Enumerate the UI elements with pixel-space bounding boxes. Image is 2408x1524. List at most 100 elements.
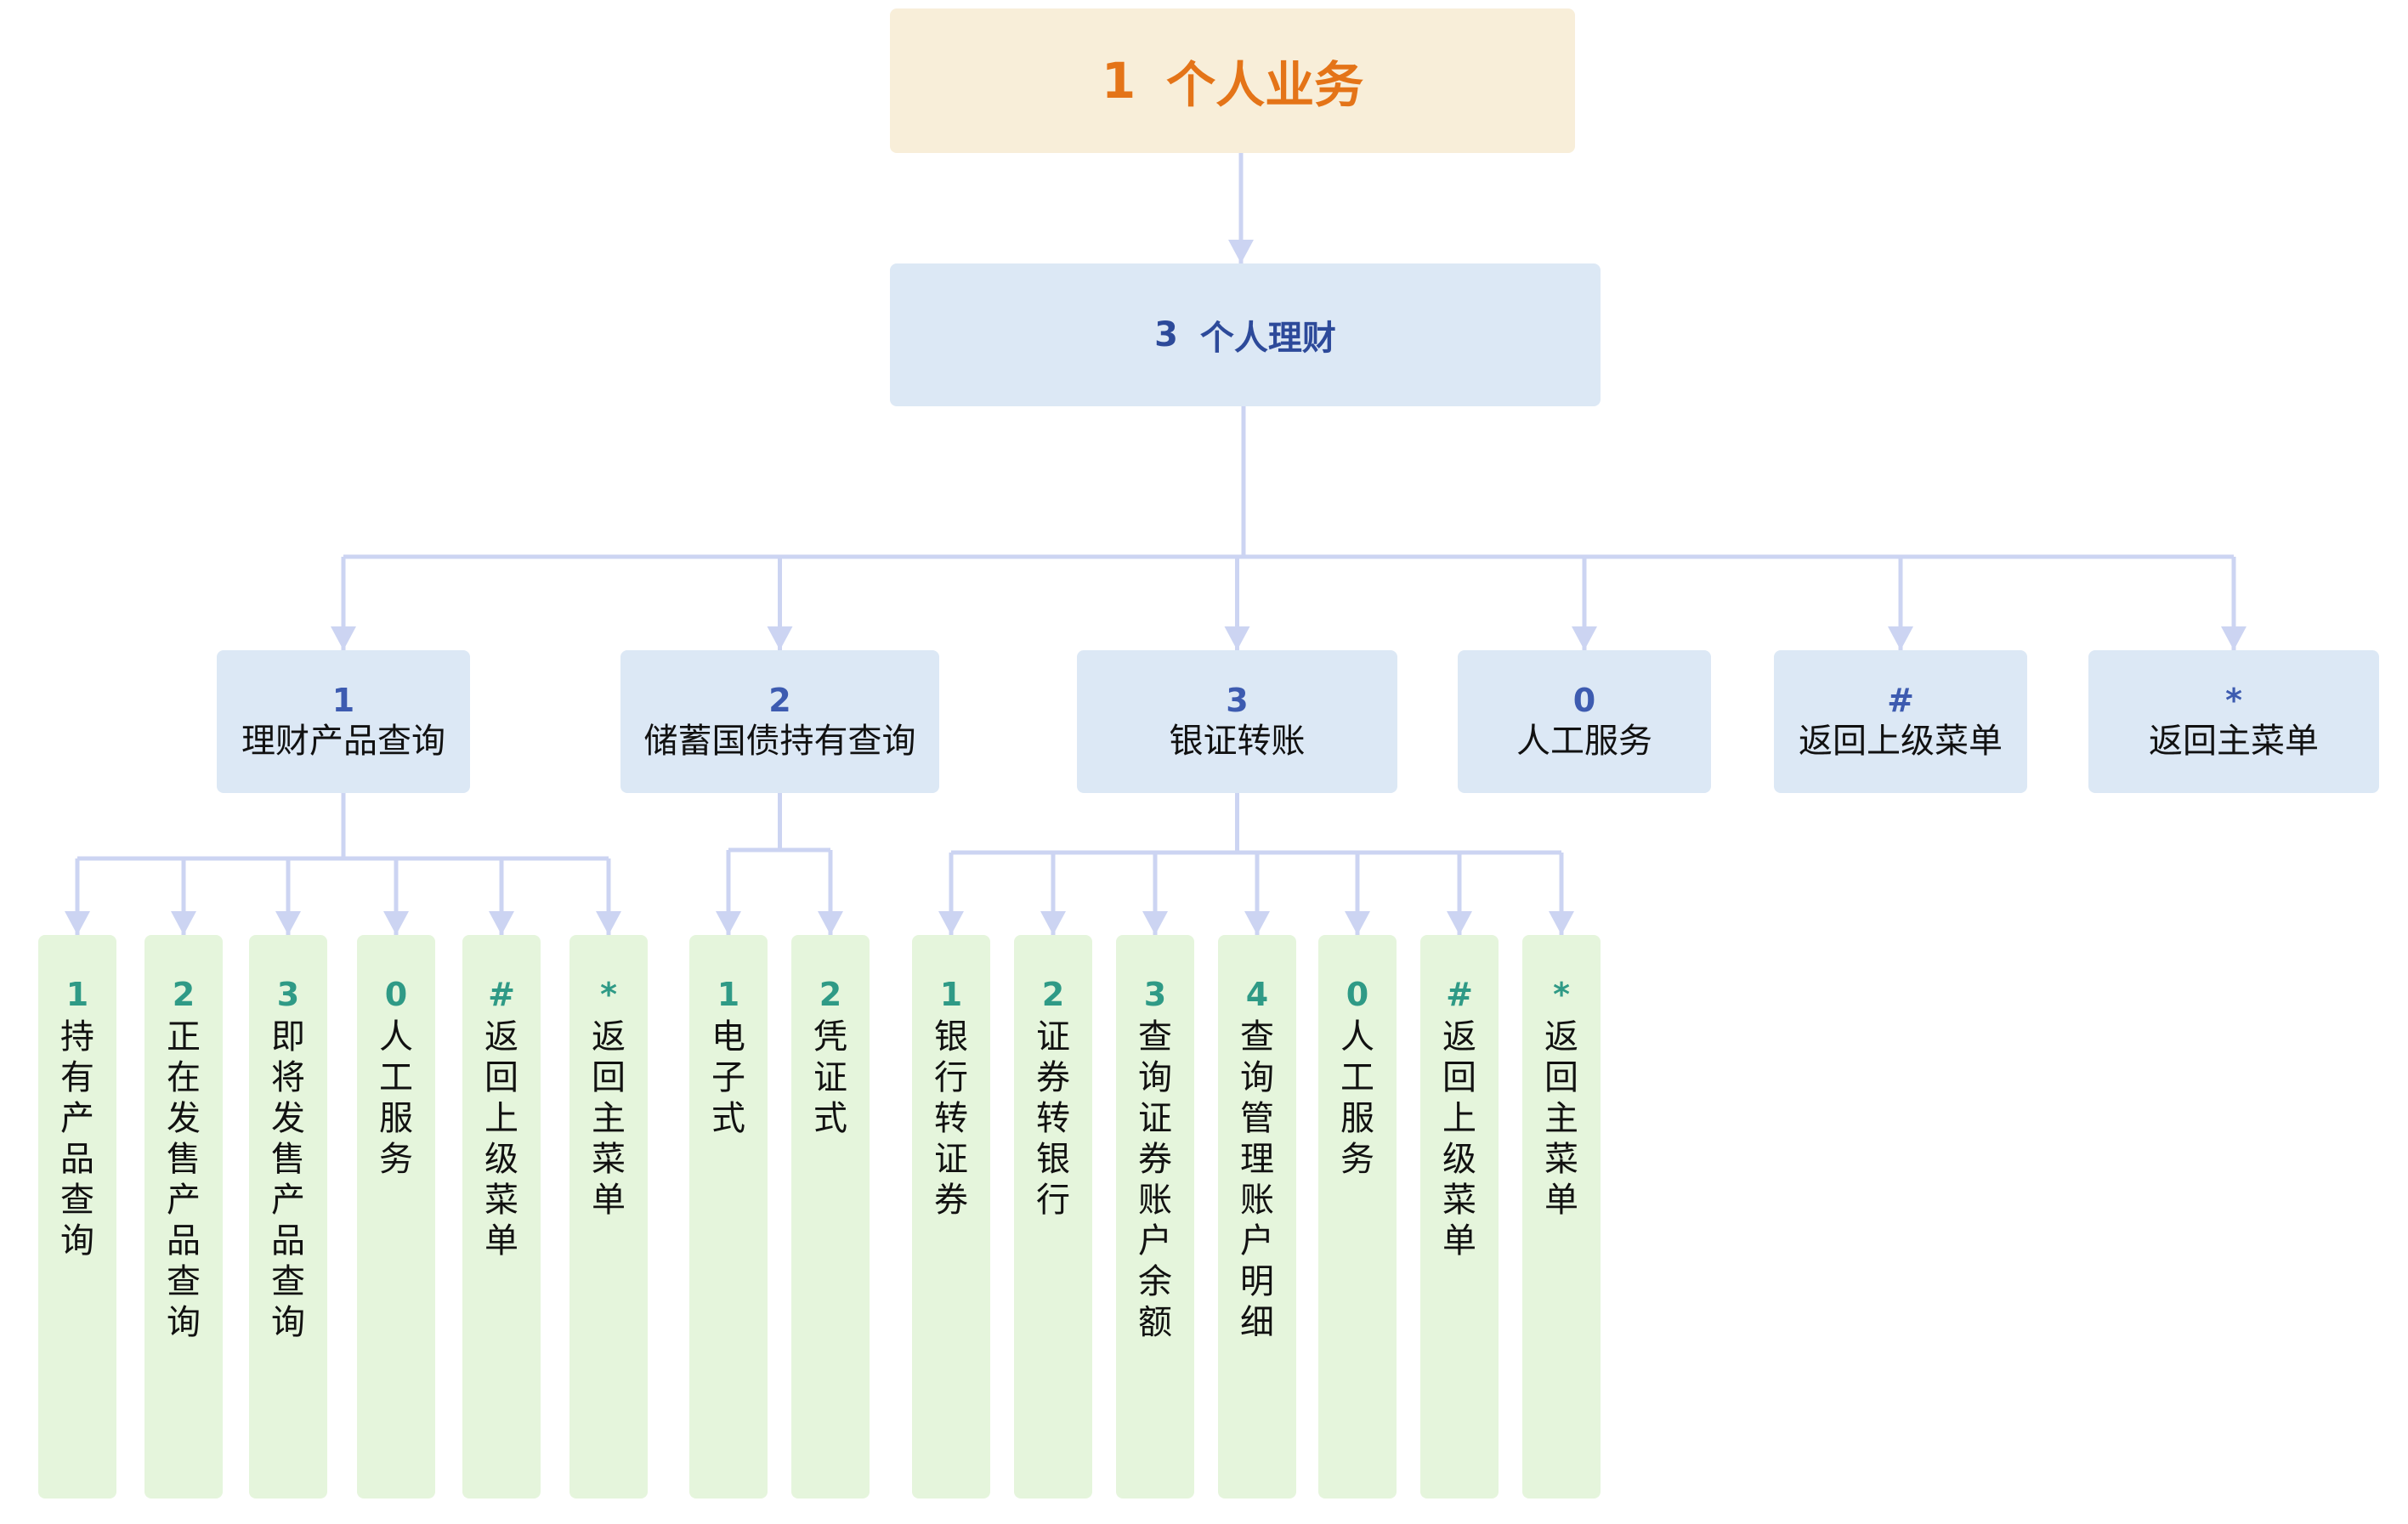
leaf-label-char: 即 xyxy=(271,1017,305,1057)
leaf-label-char: 返 xyxy=(592,1017,626,1057)
leaf-label-char: 回 xyxy=(1442,1058,1476,1097)
leaf-label-char: 单 xyxy=(484,1221,518,1261)
leaf-option-code: 3 xyxy=(276,976,300,1013)
leaf-label-char: 行 xyxy=(934,1058,968,1097)
leaf-label-char: 户 xyxy=(1240,1221,1274,1261)
leaf-label-char: 询 xyxy=(1138,1058,1172,1097)
leaf-label-char: 询 xyxy=(1240,1058,1274,1097)
leaf-label-char: 返 xyxy=(484,1017,518,1057)
leaf-label-char: 主 xyxy=(1544,1099,1578,1138)
leaf-label-char: 服 xyxy=(1340,1099,1374,1138)
leaf-label-char: 回 xyxy=(1544,1058,1578,1097)
leaf-label-char: 券 xyxy=(1036,1058,1070,1097)
leaf-label-char: 品 xyxy=(60,1140,94,1179)
menu-option-label: 银证转账 xyxy=(1169,722,1306,761)
root-node-number: 1 xyxy=(1101,52,1136,110)
menu-option-label: 理财产品查询 xyxy=(241,722,445,761)
leaf-option-1-6: *返回主菜单 xyxy=(569,935,648,1499)
leaf-label-char: 菜 xyxy=(484,1181,518,1220)
leaf-option-label: 返回上级菜单 xyxy=(462,1017,541,1261)
leaf-option-code: 1 xyxy=(939,976,963,1013)
leaf-label-char: 券 xyxy=(934,1181,968,1220)
leaf-label-char: 产 xyxy=(60,1099,94,1138)
leaf-label-char: 上 xyxy=(484,1099,518,1138)
leaf-option-label: 人工服务 xyxy=(357,1017,435,1180)
leaf-label-char: 转 xyxy=(1036,1099,1070,1138)
leaf-label-char: 有 xyxy=(60,1058,94,1097)
leaf-label-char: 发 xyxy=(167,1099,201,1138)
leaf-label-char: 账 xyxy=(1138,1181,1172,1220)
leaf-option-label: 正在发售产品查询 xyxy=(144,1017,223,1343)
leaf-option-3-7: *返回主菜单 xyxy=(1522,935,1601,1499)
leaf-label-char: 菜 xyxy=(1442,1181,1476,1220)
menu-option-code: 1 xyxy=(331,682,355,719)
leaf-label-char: 务 xyxy=(379,1140,413,1179)
leaf-label-char: 户 xyxy=(1138,1221,1172,1261)
leaf-label-char: 式 xyxy=(813,1099,847,1138)
leaf-option-label: 返回上级菜单 xyxy=(1420,1017,1499,1261)
leaf-label-char: 级 xyxy=(1442,1140,1476,1179)
leaf-label-char: 凭 xyxy=(813,1017,847,1057)
node-personal-finance: 3 个人理财 xyxy=(890,263,1601,406)
leaf-label-char: 务 xyxy=(1340,1140,1374,1179)
menu-option-code: 2 xyxy=(768,682,791,719)
leaf-label-char: 菜 xyxy=(1544,1140,1578,1179)
leaf-label-char: 单 xyxy=(1544,1181,1578,1220)
leaf-label-char: 品 xyxy=(271,1221,305,1261)
leaf-label-char: 产 xyxy=(167,1181,201,1220)
menu-option-label: 储蓄国债持有查询 xyxy=(643,722,916,761)
leaf-option-3-6: # 返回上级菜单 xyxy=(1420,935,1499,1499)
leaf-label-char: 服 xyxy=(379,1099,413,1138)
menu-option-code: * xyxy=(2225,682,2242,719)
leaf-label-char: 证 xyxy=(1138,1099,1172,1138)
leaf-label-char: 理 xyxy=(1240,1140,1274,1179)
leaf-option-label: 返回主菜单 xyxy=(569,1017,648,1221)
leaf-label-char: 回 xyxy=(484,1058,518,1097)
leaf-label-char: 银 xyxy=(1036,1140,1070,1179)
leaf-label-char: 售 xyxy=(167,1140,201,1179)
leaf-label-char: 券 xyxy=(1138,1140,1172,1179)
leaf-option-3-4: 4 查询管理账户明细 xyxy=(1218,935,1296,1499)
leaf-label-char: 查 xyxy=(271,1262,305,1301)
leaf-option-code: # xyxy=(488,976,515,1013)
leaf-option-code: 1 xyxy=(65,976,89,1013)
leaf-label-char: 查 xyxy=(1138,1017,1172,1057)
leaf-label-char: 查 xyxy=(167,1262,201,1301)
leaf-label-char: 主 xyxy=(592,1099,626,1138)
leaf-label-char: 管 xyxy=(1240,1099,1274,1138)
leaf-label-char: 证 xyxy=(813,1058,847,1097)
leaf-label-char: 明 xyxy=(1240,1262,1274,1301)
leaf-label-char: 单 xyxy=(1442,1221,1476,1261)
leaf-label-char: 子 xyxy=(711,1058,745,1097)
leaf-label-char: 发 xyxy=(271,1099,305,1138)
leaf-label-char: 式 xyxy=(711,1099,745,1138)
leaf-label-char: 人 xyxy=(379,1017,413,1057)
leaf-label-char: 将 xyxy=(271,1058,305,1097)
menu-option-label: 返回上级菜单 xyxy=(1799,722,2003,761)
leaf-label-char: 正 xyxy=(167,1017,201,1057)
leaf-option-label: 人工服务 xyxy=(1318,1017,1397,1180)
leaf-label-char: 在 xyxy=(167,1058,201,1097)
leaf-option-code: # xyxy=(1446,976,1473,1013)
leaf-option-code: 3 xyxy=(1143,976,1167,1013)
leaf-label-char: 询 xyxy=(167,1303,201,1342)
leaf-option-label: 查询管理账户明细 xyxy=(1218,1017,1296,1343)
leaf-label-char: 人 xyxy=(1340,1017,1374,1057)
leaf-option-label: 证券转银行 xyxy=(1014,1017,1092,1221)
leaf-label-char: 证 xyxy=(1036,1017,1070,1057)
leaf-label-char: 返 xyxy=(1544,1017,1578,1057)
leaf-label-char: 单 xyxy=(592,1181,626,1220)
leaf-option-code: 4 xyxy=(1245,976,1269,1013)
leaf-label-char: 询 xyxy=(60,1221,94,1261)
leaf-option-label: 银行转证券 xyxy=(912,1017,990,1221)
